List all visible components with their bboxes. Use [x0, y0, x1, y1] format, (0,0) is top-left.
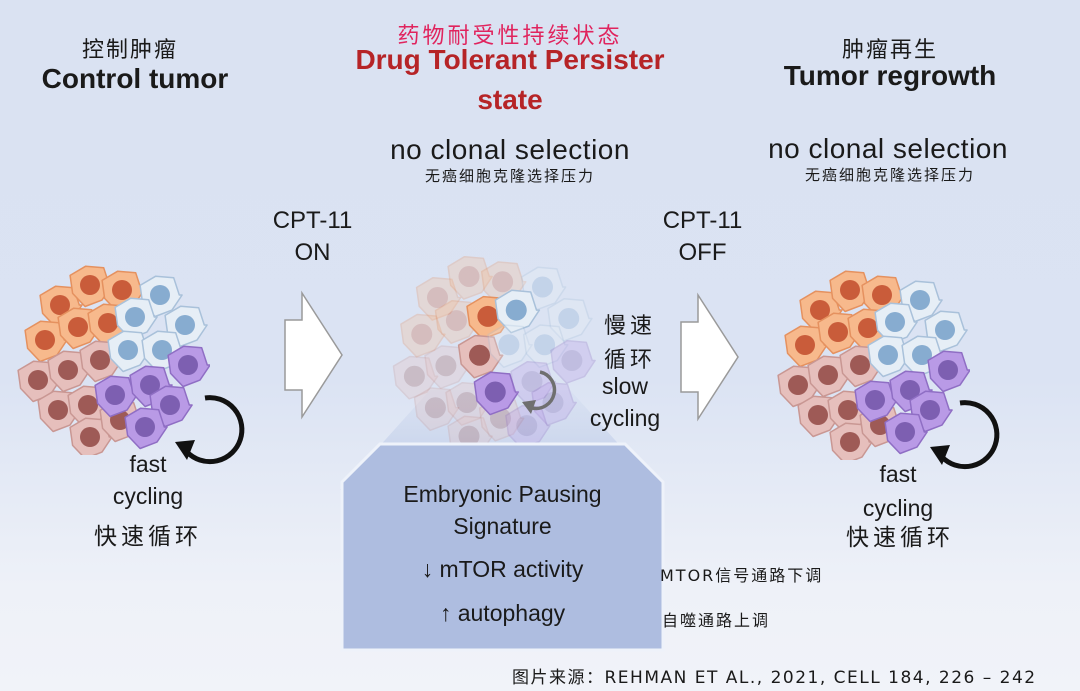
- cell-pink: [424, 345, 470, 390]
- cpt11-on-state: ON: [294, 239, 331, 266]
- no-clonal-selection-zh-middle: 无癌细胞克隆选择压力: [424, 167, 595, 185]
- cell-purple: [94, 375, 138, 418]
- cell-purple: [884, 412, 928, 455]
- cell-pink: [392, 355, 439, 400]
- cell-blue: [867, 335, 911, 378]
- control-tumor-title-en: Control tumor: [41, 63, 229, 94]
- cell-pink: [69, 417, 113, 455]
- cpt11-off-arrow-icon: [680, 292, 739, 422]
- fast-label-right: fast: [879, 461, 917, 487]
- cell-orange: [784, 325, 828, 368]
- cpt11-on-label: CPT-11 ON: [250, 205, 375, 269]
- cell-pink: [457, 334, 504, 379]
- cell-blue: [107, 330, 151, 373]
- cpt11-off-drug: CPT-11: [662, 207, 743, 234]
- cell-orange: [447, 255, 493, 300]
- fast-cycling-label-left: fast cycling: [88, 448, 208, 512]
- autophagy-item: ↑ autophagy: [439, 600, 566, 626]
- slow-cycling-label: slow cycling: [575, 370, 675, 434]
- cpt11-off-label: CPT-11 OFF: [640, 205, 765, 269]
- mtor-note-zh: MTOR信号通路下调: [660, 566, 824, 585]
- slow-cycling-arrow-icon: [522, 370, 557, 414]
- no-clonal-selection-zh-right: 无癌细胞克隆选择压力: [804, 166, 975, 184]
- fast-cycling-label-zh-right: 快速循环: [846, 525, 954, 551]
- cell-purple: [473, 371, 520, 416]
- mtor-activity-item: ↓ mTOR activity: [421, 556, 584, 582]
- cell-purple: [550, 339, 596, 384]
- control-tumor-cell-cluster: [17, 265, 210, 455]
- cell-pink: [829, 422, 873, 460]
- no-clonal-selection-middle: no clonal selection: [390, 134, 630, 165]
- no-clonal-selection-right: no clonal selection: [768, 133, 1008, 164]
- signature-title-line1: Embryonic Pausing: [403, 481, 602, 507]
- slow-label-zh-1: 慢速: [603, 314, 656, 339]
- signature-title-line2: Signature: [453, 513, 552, 539]
- cell-purple: [531, 381, 577, 426]
- signature-title: Embryonic Pausing Signature: [345, 478, 660, 542]
- dtp-title-en-line1: Drug Tolerant Persister: [355, 44, 665, 75]
- tumor-regrowth-title-zh: 肿瘤再生: [841, 38, 938, 63]
- cell-orange: [24, 320, 68, 363]
- cpt11-on-drug: CPT-11: [272, 207, 353, 234]
- cell-orange: [69, 265, 113, 308]
- dtp-title-zh: 药物耐受性持续状态: [397, 24, 623, 49]
- embryonic-pausing-signature-box: [340, 442, 665, 652]
- cell-blue: [114, 297, 158, 340]
- cycling-label-right: cycling: [862, 495, 934, 521]
- cell-blue: [494, 289, 541, 334]
- cell-blue: [522, 324, 569, 369]
- control-tumor-title-zh: 控制肿瘤: [81, 38, 178, 63]
- fast-cycling-arrow-icon-right: [930, 400, 1000, 470]
- cell-orange: [415, 276, 462, 321]
- slow-cycling-label-zh: 慢速 循环: [590, 310, 670, 378]
- cpt11-on-arrow-icon: [284, 290, 343, 420]
- slow-cycling-word: cycling: [589, 405, 661, 431]
- cell-pink: [413, 387, 460, 432]
- fast-cycling-arrow-icon-left: [175, 395, 245, 465]
- tumor-regrowth-title-en: Tumor regrowth: [783, 60, 997, 91]
- persister-cell-cluster: [392, 255, 596, 460]
- cell-purple: [167, 345, 210, 388]
- cell-purple: [854, 380, 898, 423]
- slow-label-zh-2: 循环: [603, 348, 656, 373]
- slow-label: slow: [601, 373, 648, 399]
- cycling-label: cycling: [112, 483, 184, 509]
- cpt11-off-state: OFF: [678, 239, 727, 266]
- autophagy-note-zh: 自噬通路上调: [662, 611, 771, 630]
- fast-cycling-label-zh-left: 快速循环: [94, 524, 202, 550]
- fast-label: fast: [129, 451, 167, 477]
- cell-purple: [927, 350, 970, 393]
- dtp-title-en-line2: state: [477, 84, 543, 115]
- cell-pink: [47, 350, 91, 393]
- cell-pink: [807, 355, 851, 398]
- cell-purple: [124, 407, 168, 450]
- cell-blue: [547, 297, 593, 342]
- cell-blue: [874, 302, 918, 345]
- image-source-citation: 图片来源：REHMAN ET AL., 2021, CELL 184, 226 …: [512, 668, 1037, 688]
- fast-cycling-label-right: fast cycling: [838, 457, 958, 525]
- cell-orange: [400, 313, 446, 358]
- regrowth-cell-cluster: [777, 270, 970, 460]
- cell-blue: [487, 324, 533, 369]
